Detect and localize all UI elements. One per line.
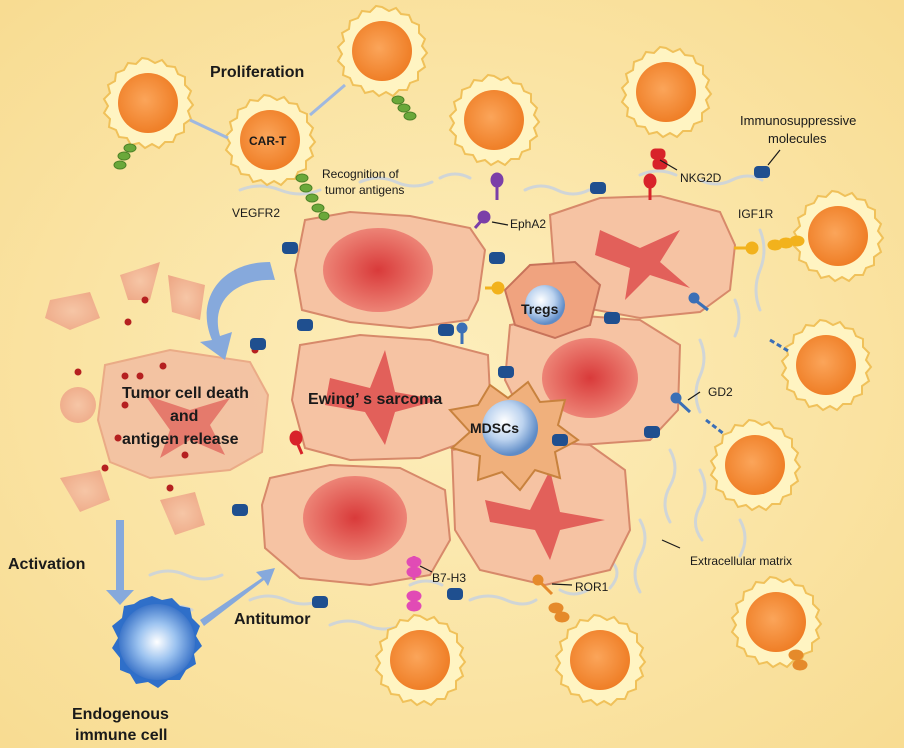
label-tregs: Tregs — [521, 301, 559, 317]
extracellular-matrix-fibers — [148, 169, 766, 631]
label-recognition-1: Recognition of — [322, 167, 399, 181]
label-recognition-2: tumor antigens — [325, 183, 404, 197]
proliferation-connectors — [189, 83, 346, 140]
label-igf1r: IGF1R — [738, 207, 774, 221]
label-immunosuppressive-1: Immunosuppressive — [740, 113, 856, 128]
label-proliferation: Proliferation — [210, 64, 304, 81]
label-pointers — [419, 149, 781, 586]
label-tumor-death-2: and — [170, 408, 198, 425]
label-b7h3: B7-H3 — [432, 571, 466, 585]
label-immunosuppressive-2: molecules — [768, 131, 827, 146]
tregs-cell — [503, 260, 602, 340]
label-mdscs: MDSCs — [470, 420, 519, 436]
label-gd2: GD2 — [708, 385, 733, 399]
label-ewings-sarcoma: Ewing’ s sarcoma — [308, 391, 442, 408]
mdscs-cell — [448, 380, 580, 492]
label-nkg2d: NKG2D — [680, 171, 722, 185]
dying-tumor-cell-area — [45, 262, 270, 535]
label-car-t: CAR-T — [249, 134, 287, 148]
label-tumor-death-3: antigen release — [122, 431, 239, 448]
tumor-nuclei — [303, 228, 690, 560]
label-endogenous-2: immune cell — [75, 727, 167, 744]
label-epha2: EphA2 — [510, 217, 546, 231]
label-activation: Activation — [8, 556, 85, 573]
endogenous-immune-cell — [112, 596, 202, 688]
label-endogenous-1: Endogenous — [72, 706, 169, 723]
label-tumor-death-1: Tumor cell death — [122, 385, 249, 402]
receptors — [113, 95, 808, 671]
label-antitumor: Antitumor — [234, 611, 310, 628]
label-vegfr2: VEGFR2 — [232, 206, 280, 220]
label-ror1: ROR1 — [575, 580, 609, 594]
flow-arrows — [106, 262, 275, 626]
label-extracellular-matrix: Extracellular matrix — [690, 554, 792, 568]
